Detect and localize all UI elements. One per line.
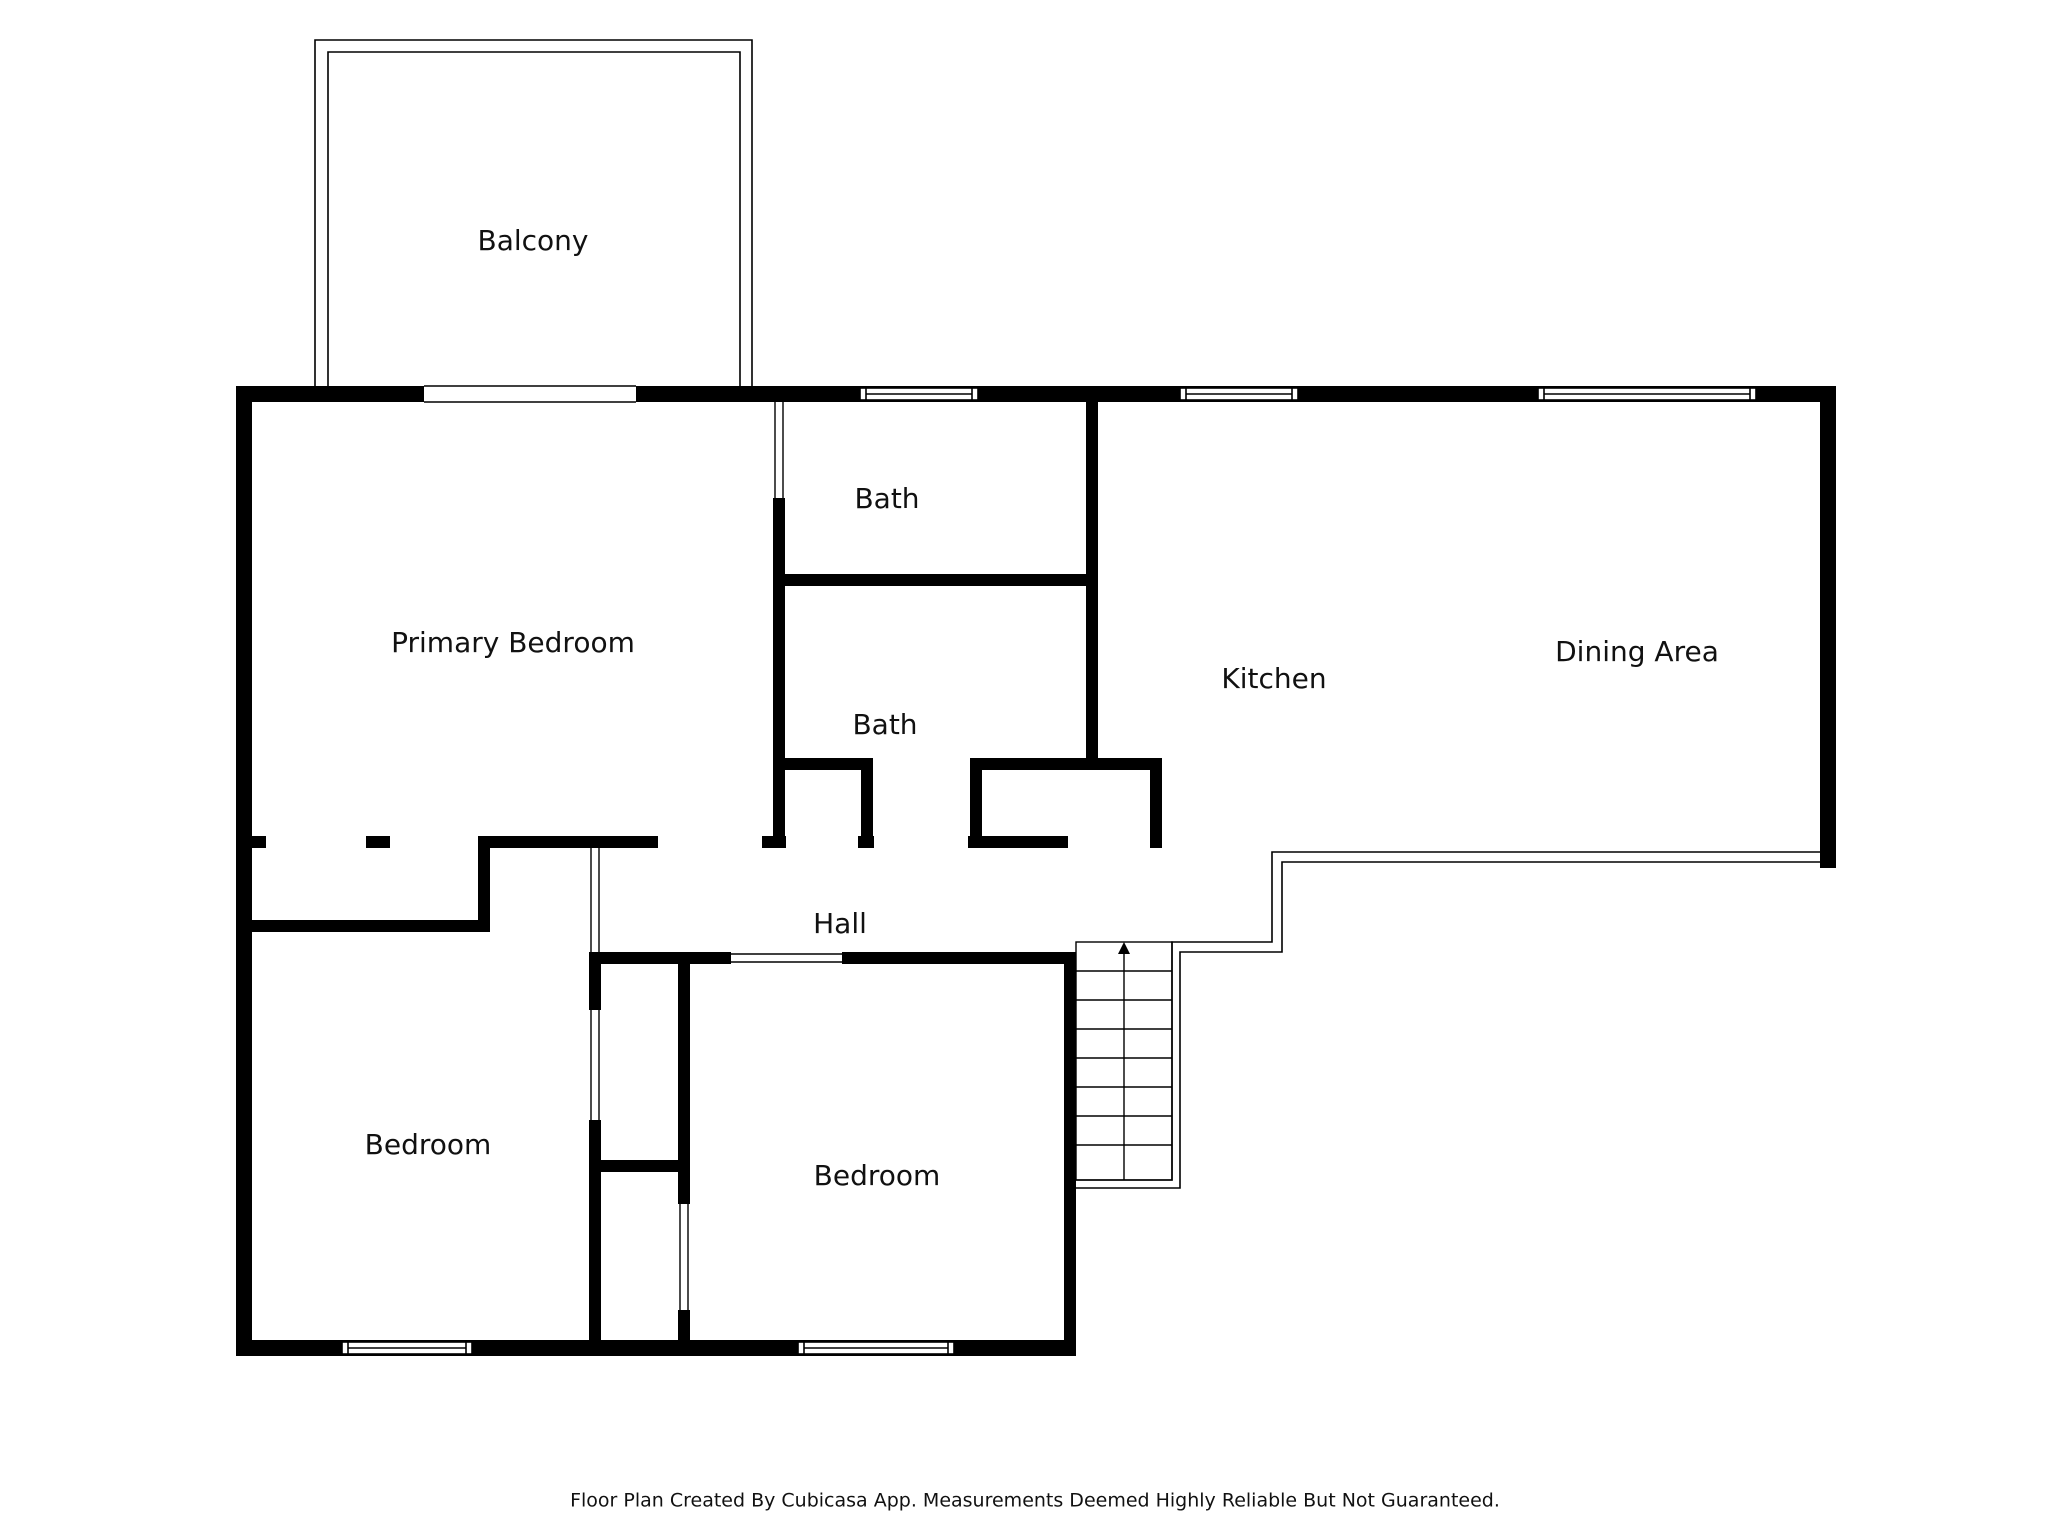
windows [341,387,1757,1355]
stairs-arrow-icon [1118,942,1130,954]
room-label-balcony: Balcony [478,224,589,257]
window-kitchen-top [1179,387,1299,401]
room-label-bedroom-left: Bedroom [365,1128,492,1161]
openings [424,385,842,1310]
window-bedroom-right-bottom [797,1341,955,1355]
stairs [1075,941,1173,1181]
balcony-outline [314,39,753,388]
window-bedroom-left-bottom [341,1341,473,1355]
window-dining-top [1537,387,1757,401]
window-bath-top [859,387,979,401]
room-label-kitchen: Kitchen [1221,662,1326,695]
exterior-walls [236,386,1836,1356]
interior-walls [252,396,1162,1356]
footer-disclaimer: Floor Plan Created By Cubicasa App. Meas… [570,1490,1500,1512]
kitchen-lower-outline [1076,851,1820,1189]
room-label-bath-upper: Bath [854,482,919,515]
room-label-dining-area: Dining Area [1555,635,1719,668]
room-label-bedroom-right: Bedroom [814,1159,941,1192]
room-label-hall: Hall [813,907,867,940]
room-label-bath-lower: Bath [852,708,917,741]
room-label-primary-bedroom: Primary Bedroom [391,626,635,659]
